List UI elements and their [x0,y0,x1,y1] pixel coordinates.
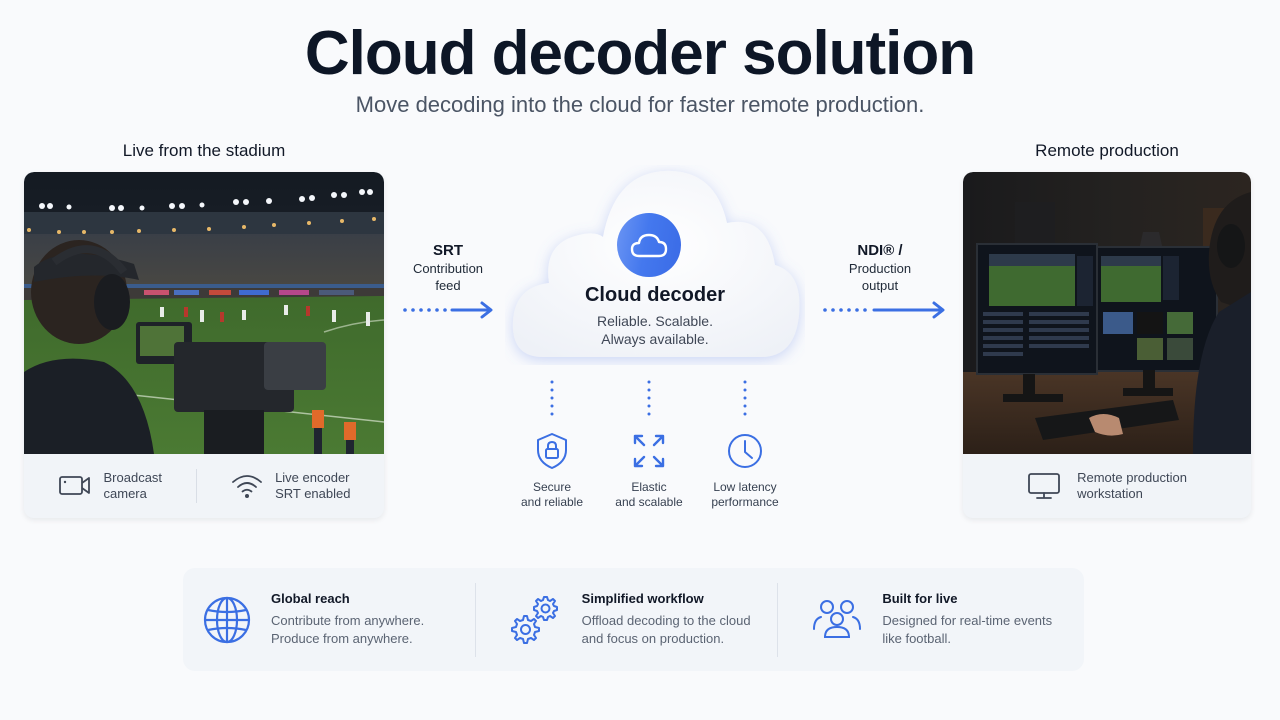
stadium-heading: Live from the stadium [122,141,286,160]
broadcast-camera-caption: Broadcast camera [58,470,163,502]
cloud-tagline: Reliable. Scalable. Always available. [505,312,805,348]
benefit-simplified-workflow: Simplified workflow Offload decoding to … [476,568,778,671]
benefit-line: Contribute from anywhere. [271,613,425,628]
globe-icon [203,596,251,643]
cloud-tagline-line: Always available. [601,331,709,347]
srt-flow-label: SRT Contribution feed [398,242,498,294]
flow-line: Production [848,261,912,276]
feature-line: Secure [532,480,572,494]
stadium-caption-row: Broadcast camera Live encoder SRT enable… [24,454,384,518]
gears-icon [510,595,558,644]
benefit-global-reach: Global reach Contribute from anywhere. P… [183,568,475,671]
srt-label: SRT [433,242,463,259]
workstation-caption-row: Remote production workstation [963,454,1251,518]
remote-production-heading: Remote production [1035,141,1179,160]
benefit-divider [777,582,779,657]
live-encoder-caption: Live encoder SRT enabled [231,470,350,502]
connector-dots [647,380,651,416]
workstation-image [963,172,1251,454]
benefit-line: and focus on production. [581,631,725,646]
caption-line: Remote production [1077,470,1187,485]
output-arrow-icon [823,301,945,319]
feature-secure: Secure and reliable [497,432,607,510]
feature-line: and reliable [520,495,584,509]
benefit-line: Produce from anywhere. [271,631,413,646]
clock-icon [728,434,762,468]
feature-elastic: Elastic and scalable [594,432,704,510]
feature-line: Elastic [631,480,667,494]
caption-line: camera [103,486,147,501]
shield-lock-icon [537,433,567,469]
flow-line: output [861,278,899,293]
page-title: Cloud decoder solution [304,19,976,88]
input-arrow-icon [403,301,493,319]
stadium-card: Broadcast camera Live encoder SRT enable… [24,172,384,518]
feature-latency: Low latency performance [690,432,800,510]
caption-divider [196,469,198,503]
cloud-icon [630,233,668,258]
cloud-icon-badge [617,213,681,277]
benefit-line: Designed for real-time events [882,613,1053,628]
expand-arrows-icon [633,434,665,468]
wifi-icon [232,475,262,498]
workstation-caption: Remote production workstation [1027,470,1187,502]
feature-line: and scalable [615,495,683,509]
caption-line: Broadcast [103,470,163,485]
stadium-image [24,172,384,454]
cloud-title: Cloud decoder [584,284,725,306]
page-subtitle: Move decoding into the cloud for faster … [355,92,925,117]
cloud-tagline-line: Reliable. Scalable. [597,313,713,329]
flow-line: feed [435,278,461,293]
remote-production-card: Remote production workstation [963,172,1251,518]
connector-dots [743,380,747,416]
caption-line: Live encoder [275,470,350,485]
benefit-line: like football. [882,631,951,646]
caption-line: SRT enabled [275,486,351,501]
video-camera-icon [58,476,90,495]
feature-line: Low latency [713,480,777,494]
benefit-title: Simplified workflow [581,591,704,606]
stadium-photo [24,172,384,454]
caption-line: workstation [1077,486,1143,501]
monitor-icon [1028,473,1060,499]
benefit-line: Offload decoding to the cloud [581,613,751,628]
benefit-title: Global reach [271,591,350,606]
benefit-built-for-live: Built for live Designed for real-time ev… [778,568,1084,671]
benefit-divider [474,582,476,657]
ndi-flow-label: NDI® / Production output [830,242,930,294]
ndi-label: NDI® / [857,242,903,259]
feature-line: performance [711,495,779,509]
benefits-panel: Global reach Contribute from anywhere. P… [183,568,1084,671]
benefit-title: Built for live [882,591,958,606]
cloud-decoder: Cloud decoder Reliable. Scalable. Always… [505,165,805,365]
users-icon [813,599,862,638]
connector-dots [550,380,554,416]
flow-line: Contribution [412,261,484,276]
remote-production-photo [963,172,1251,454]
